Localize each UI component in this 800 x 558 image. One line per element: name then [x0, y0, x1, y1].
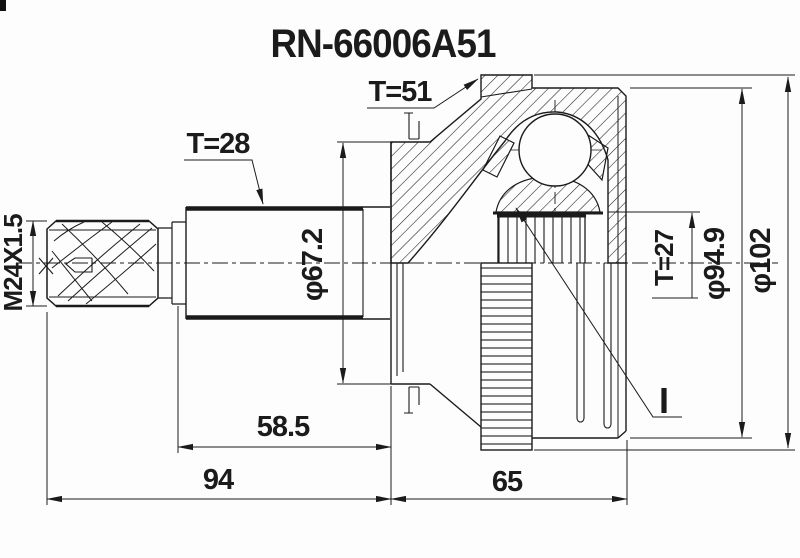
leader-t51: [367, 78, 479, 109]
label-detail-i: I: [659, 380, 669, 421]
label-58-5: 58.5: [257, 411, 310, 443]
bell-wall-hatched: [390, 74, 627, 264]
abs-ring-teeth: [480, 262, 533, 451]
leader-detail-i: [515, 207, 682, 418]
label-dia-102: φ102: [745, 228, 777, 293]
boot-seat-rib-top: [404, 112, 420, 140]
inner-race-spline-bore: [497, 214, 586, 263]
threaded-stub: [38, 219, 159, 308]
bearing-ball: [518, 113, 592, 187]
ball-track-groove-2: [603, 263, 612, 429]
leader-t28: [184, 159, 264, 205]
boot-seat-rib-bottom: [404, 386, 420, 414]
spline-shaft: [185, 206, 390, 320]
label-m24x1-5: M24X1.5: [0, 214, 28, 312]
scan-corner-artifact: [0, 0, 6, 11]
bell-housing-section: [390, 74, 627, 438]
ball-track-groove-1: [576, 263, 585, 423]
label-94: 94: [203, 464, 234, 496]
boot-groove-ridges: [396, 263, 404, 376]
shaft-step-rings: [158, 221, 186, 305]
drawing-labels: RN-66006A51 T=28 T=51 M24X1.5 φ67.2 T=27…: [0, 22, 777, 498]
label-dia-67-2: φ67.2: [297, 229, 329, 301]
thread-runout-lines: [51, 221, 157, 305]
abs-ring-seat-line: [480, 88, 533, 98]
dimension-lines: [29, 76, 792, 503]
leader-lines: [184, 78, 682, 418]
bell-slope-bottom: [429, 383, 482, 428]
part-number-title: RN-66006A51: [270, 22, 496, 67]
label-t28: T=28: [187, 128, 251, 160]
label-65: 65: [492, 466, 523, 498]
label-t27: T=27: [649, 229, 679, 286]
bell-external-bottom: [391, 262, 627, 451]
label-t51: T=51: [369, 76, 433, 108]
center-drill-hole: [65, 257, 93, 273]
cage-section-left: [482, 135, 515, 178]
center-mark-x: [38, 257, 54, 275]
label-dia-94-9: φ94.9: [699, 227, 731, 300]
drawing-linework: [16, 74, 795, 505]
race-bottom-chamfer: [617, 430, 627, 439]
